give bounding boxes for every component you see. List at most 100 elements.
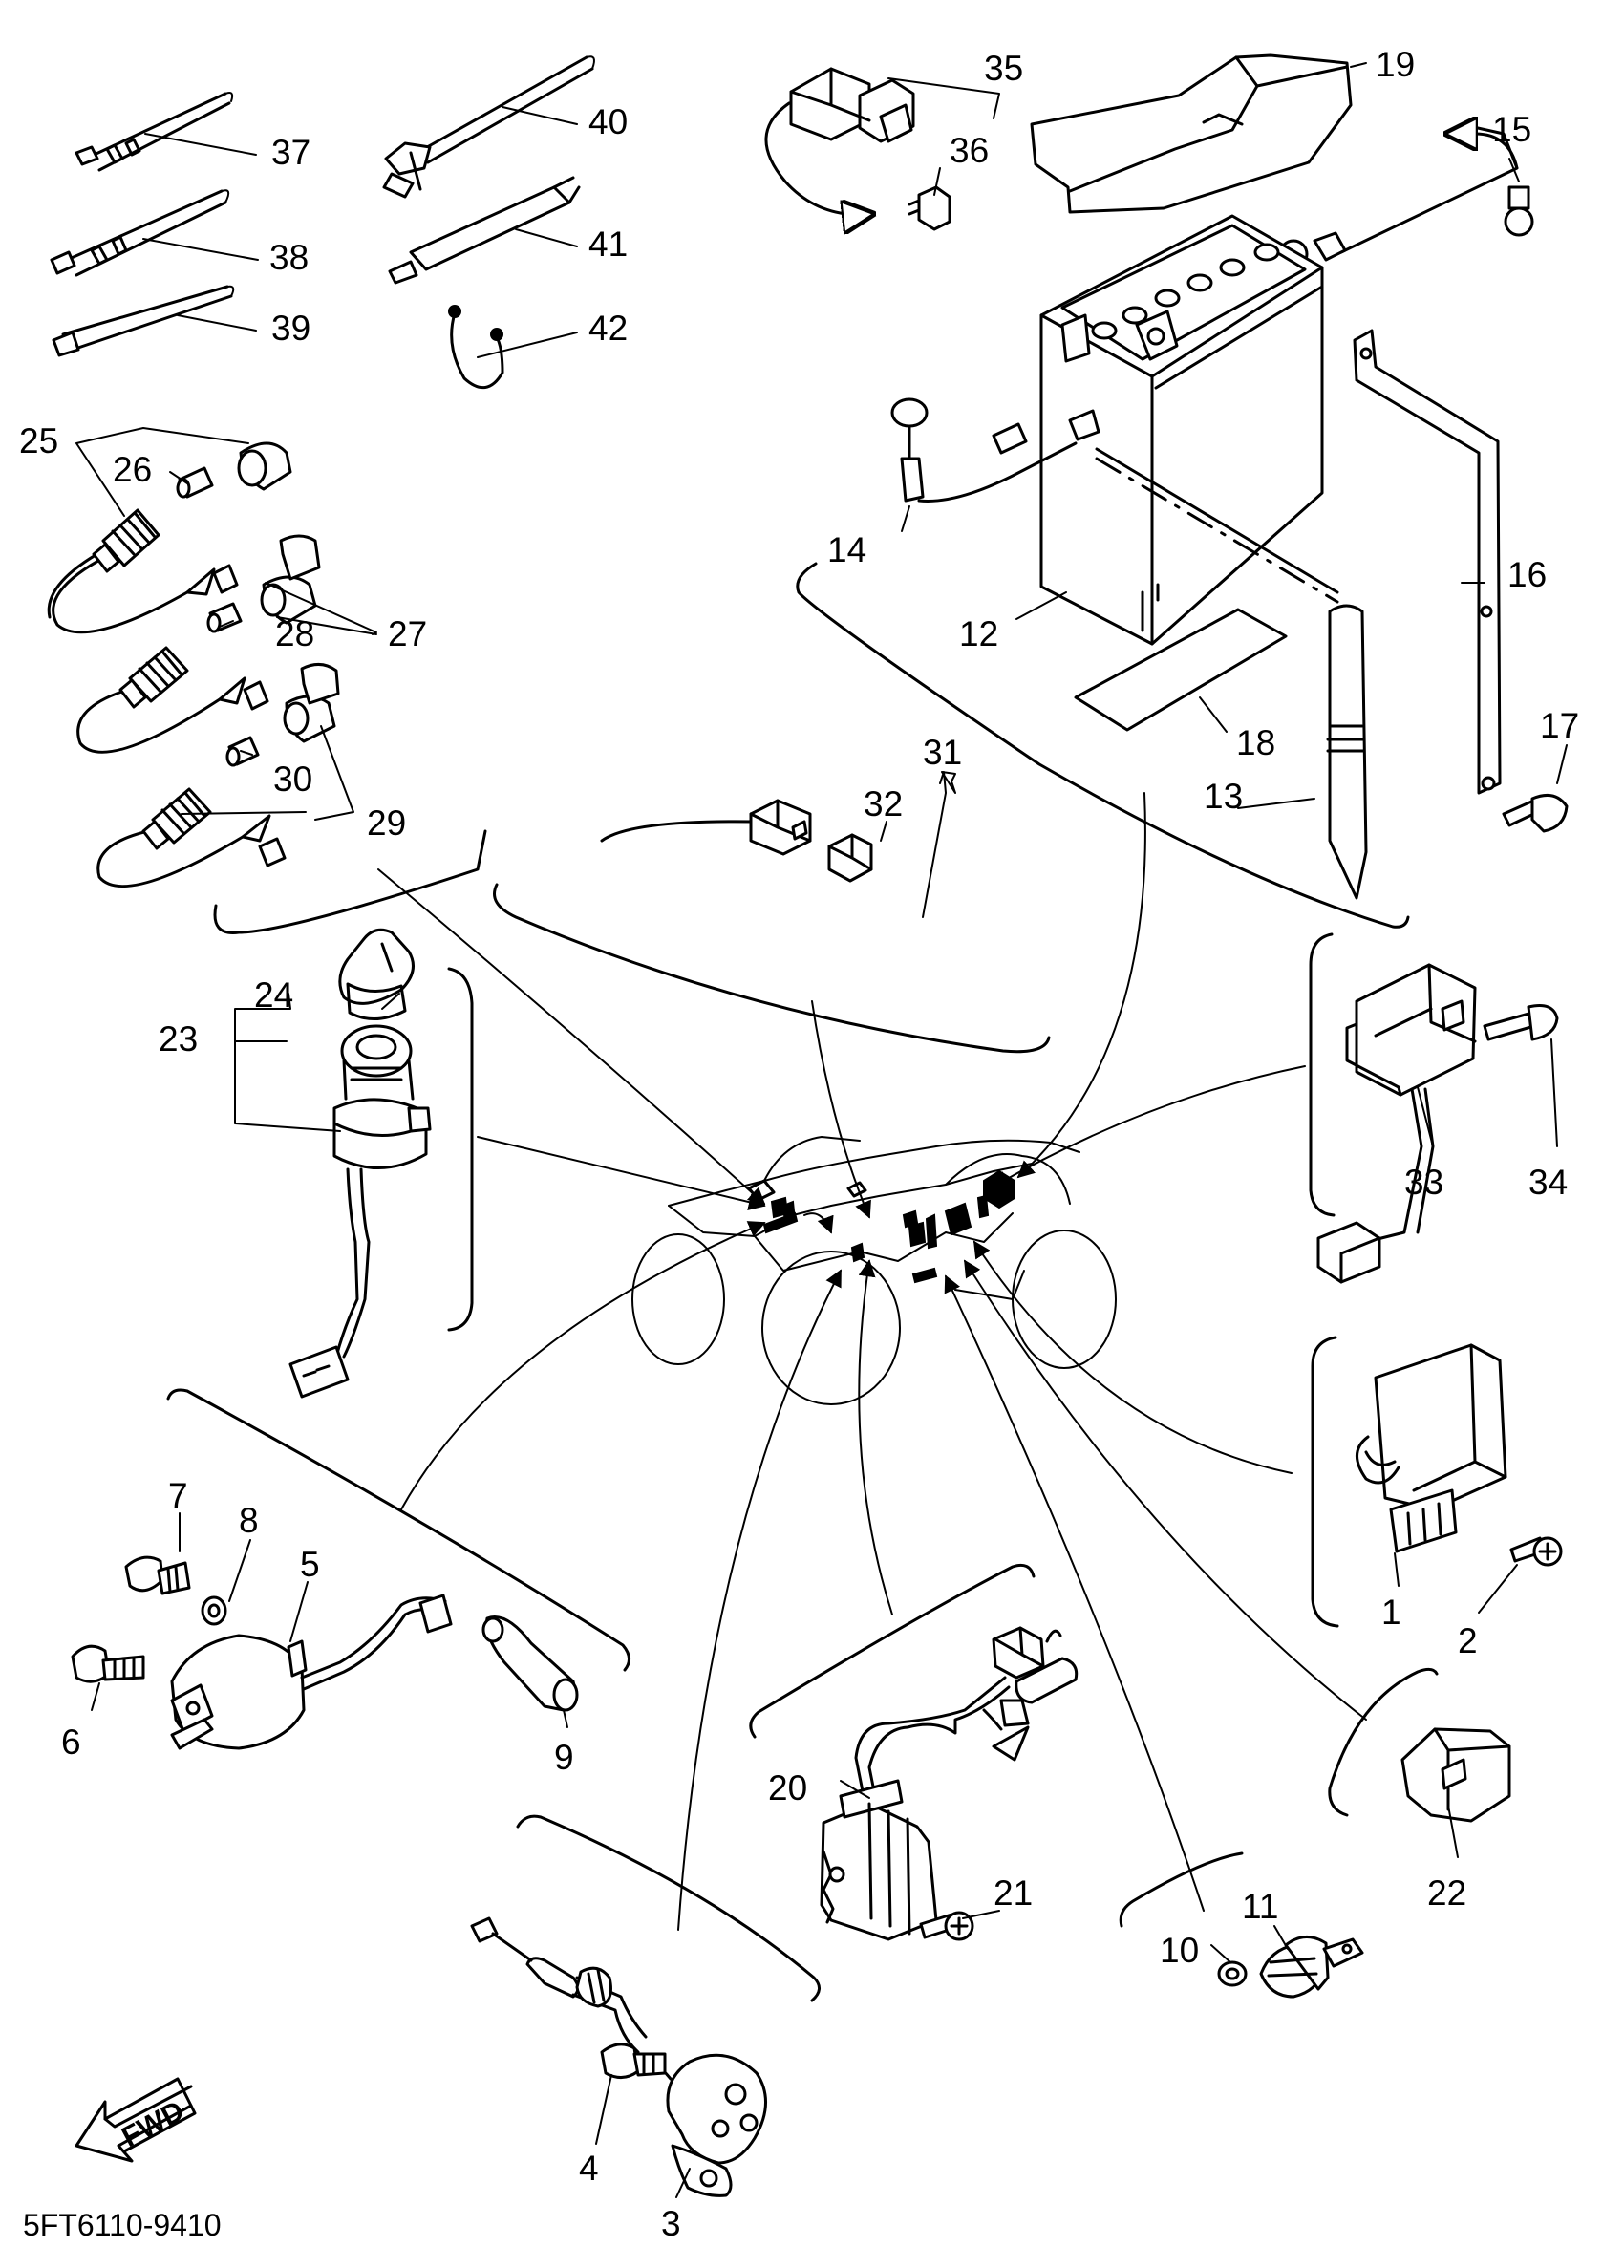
leader-lines bbox=[377, 792, 1367, 1931]
cable-tie-38[interactable] bbox=[50, 189, 230, 277]
callout-leaders bbox=[75, 62, 1568, 2198]
callout-34: 34 bbox=[1528, 1163, 1568, 1202]
gasket-10[interactable] bbox=[1217, 1960, 1248, 1987]
rectifier-20[interactable] bbox=[820, 1626, 1079, 1941]
callout-22: 22 bbox=[1427, 1873, 1466, 1913]
callout-20: 20 bbox=[768, 1768, 807, 1808]
callout-23: 23 bbox=[159, 1019, 198, 1059]
cap-28[interactable] bbox=[206, 602, 243, 633]
cdi-unit-1[interactable] bbox=[1356, 1343, 1507, 1553]
callout-1: 1 bbox=[1381, 1593, 1401, 1632]
callout-26: 26 bbox=[113, 450, 152, 489]
callout-11: 11 bbox=[1242, 1887, 1278, 1926]
cable-tie-40[interactable] bbox=[382, 55, 595, 199]
callout-27: 27 bbox=[388, 614, 427, 653]
callout-24: 24 bbox=[254, 975, 293, 1015]
callout-6: 6 bbox=[61, 1722, 81, 1762]
sensor-lead-29[interactable] bbox=[96, 787, 287, 888]
callout-41: 41 bbox=[588, 225, 628, 264]
callout-36: 36 bbox=[950, 131, 989, 170]
screw-21[interactable] bbox=[919, 1911, 974, 1941]
callout-25: 25 bbox=[19, 421, 58, 460]
bracket-group-switch bbox=[447, 967, 474, 1332]
cap-22[interactable] bbox=[1400, 1727, 1511, 1823]
grommet-29[interactable] bbox=[283, 663, 340, 743]
neutral-switch-11[interactable] bbox=[1259, 1936, 1364, 1999]
bracket-group-stator bbox=[516, 1814, 821, 2002]
callout-19: 19 bbox=[1376, 45, 1415, 84]
callout-13: 13 bbox=[1204, 777, 1243, 816]
cap-26[interactable] bbox=[176, 466, 214, 499]
bracket-group-25-30 bbox=[213, 829, 487, 934]
sensor-lead-27[interactable] bbox=[76, 646, 269, 754]
bolt-6[interactable] bbox=[71, 1644, 145, 1683]
fuse-holder-31[interactable] bbox=[600, 799, 812, 856]
callout-2: 2 bbox=[1458, 1621, 1478, 1660]
callout-32: 32 bbox=[864, 784, 903, 824]
bolt-4[interactable] bbox=[600, 2043, 667, 2079]
callout-9: 9 bbox=[554, 1738, 574, 1777]
callout-42: 42 bbox=[588, 309, 628, 348]
cable-tie-41[interactable] bbox=[388, 176, 581, 285]
relay-36[interactable] bbox=[908, 185, 951, 231]
callout-18: 18 bbox=[1236, 723, 1275, 762]
bracket-group-rectifier-20 bbox=[749, 1563, 1036, 1739]
callout-28: 28 bbox=[275, 614, 314, 653]
callout-37: 37 bbox=[271, 133, 310, 172]
plug-cap-9[interactable] bbox=[418, 1594, 579, 1712]
callout-33: 33 bbox=[1404, 1163, 1443, 1202]
battery-12[interactable] bbox=[1039, 214, 1324, 646]
callout-8: 8 bbox=[239, 1501, 259, 1540]
washer-8[interactable] bbox=[201, 1595, 227, 1626]
battery-cover-19[interactable] bbox=[1030, 53, 1353, 214]
callout-21: 21 bbox=[994, 1873, 1033, 1913]
bolt-34[interactable] bbox=[1483, 1004, 1559, 1041]
callout-30: 30 bbox=[273, 760, 312, 799]
bracket-group-cdi bbox=[1311, 1336, 1339, 1628]
callout-12: 12 bbox=[959, 614, 998, 653]
cable-tie-39[interactable] bbox=[52, 285, 235, 357]
relay-35[interactable] bbox=[764, 67, 915, 215]
callout-5: 5 bbox=[300, 1545, 320, 1584]
diagram-code: 5FT6110-9410 bbox=[23, 2208, 222, 2242]
bracket-group-switch-10-11 bbox=[1119, 1851, 1244, 1928]
callout-14: 14 bbox=[827, 530, 866, 569]
bracket-group-coil bbox=[166, 1388, 630, 1672]
callout-39: 39 bbox=[271, 309, 310, 348]
callout-7: 7 bbox=[168, 1476, 188, 1515]
grommet-27[interactable] bbox=[260, 534, 321, 625]
callout-15: 15 bbox=[1492, 110, 1531, 149]
callout-17: 17 bbox=[1540, 706, 1579, 745]
callout-16: 16 bbox=[1507, 555, 1547, 594]
atv-component-markers bbox=[762, 1169, 1015, 1284]
battery-band-16[interactable] bbox=[1353, 329, 1502, 795]
callout-29: 29 bbox=[367, 803, 406, 843]
atv-outline bbox=[631, 1136, 1117, 1405]
fuse-32[interactable] bbox=[827, 833, 873, 883]
callout-31: 31 bbox=[923, 733, 962, 772]
fwd-direction-arrow: FWD bbox=[75, 2077, 197, 2163]
callout-10: 10 bbox=[1160, 1931, 1199, 1970]
callout-labels: 37 38 39 40 41 42 25 26 28 27 30 29 35 3… bbox=[19, 45, 1579, 2243]
wire-clip-42[interactable] bbox=[448, 305, 504, 389]
breather-hose-13[interactable] bbox=[1095, 447, 1368, 900]
rectifier-regulator-33[interactable] bbox=[1316, 963, 1477, 1284]
bolt-17[interactable] bbox=[1502, 793, 1569, 833]
grommet-25[interactable] bbox=[237, 441, 292, 491]
screw-2[interactable] bbox=[1509, 1536, 1563, 1567]
callout-40: 40 bbox=[588, 102, 628, 141]
callout-3: 3 bbox=[661, 2204, 681, 2243]
main-switch-23[interactable] bbox=[288, 1024, 432, 1399]
bracket-group-cap-22 bbox=[1328, 1667, 1439, 1817]
sensor-lead-25[interactable] bbox=[47, 508, 239, 634]
callout-35: 35 bbox=[984, 49, 1023, 88]
bracket-group-rectifier bbox=[1309, 932, 1336, 1217]
bolt-7[interactable] bbox=[124, 1555, 191, 1595]
breather-hose-14[interactable] bbox=[890, 397, 1100, 503]
cable-tie-37[interactable] bbox=[75, 92, 234, 172]
main-switch-cap-24[interactable] bbox=[338, 928, 415, 1020]
callout-38: 38 bbox=[269, 238, 309, 277]
battery-pad-18[interactable] bbox=[1074, 608, 1288, 732]
bracket-group-battery bbox=[796, 562, 1410, 929]
